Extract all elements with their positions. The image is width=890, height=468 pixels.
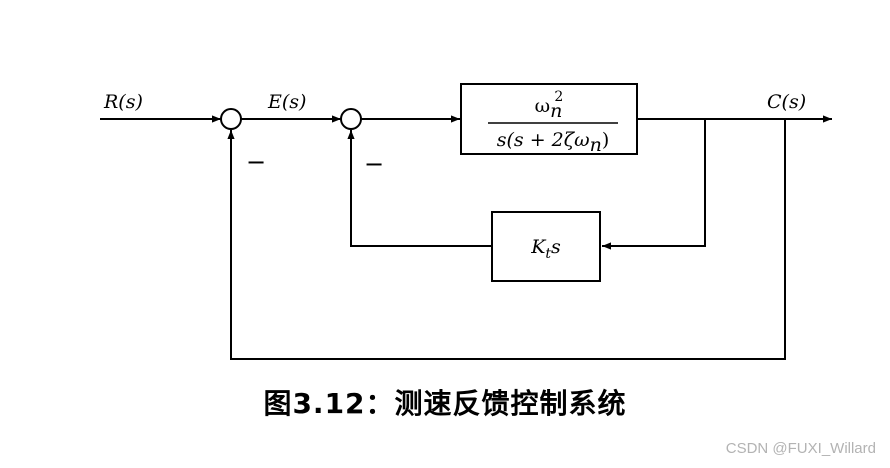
inner-feedback-path-to-block — [602, 119, 706, 250]
plant-numerator: ωn2 — [535, 89, 564, 122]
error-signal-label: E(s) — [267, 91, 306, 113]
inner-summing-junction — [340, 108, 362, 130]
figure-caption: 图3.12：测速反馈控制系统 — [263, 387, 627, 420]
input-signal-label: R(s) — [103, 91, 143, 113]
output-signal-label: C(s) — [767, 91, 806, 113]
feedback-block — [491, 211, 601, 282]
outer-summing-junction — [220, 108, 242, 130]
plant-denominator: s(s + 2ζωn) — [497, 129, 609, 156]
inner-junction-sign: − — [364, 150, 384, 178]
outer-feedback-path — [227, 119, 786, 360]
feedback-gain: Kts — [530, 236, 561, 262]
plant-block — [460, 83, 638, 155]
outer-junction-sign: − — [246, 148, 266, 176]
inner-feedback-path-to-junction — [347, 130, 491, 247]
watermark: CSDN @FUXI_Willard — [725, 440, 876, 457]
